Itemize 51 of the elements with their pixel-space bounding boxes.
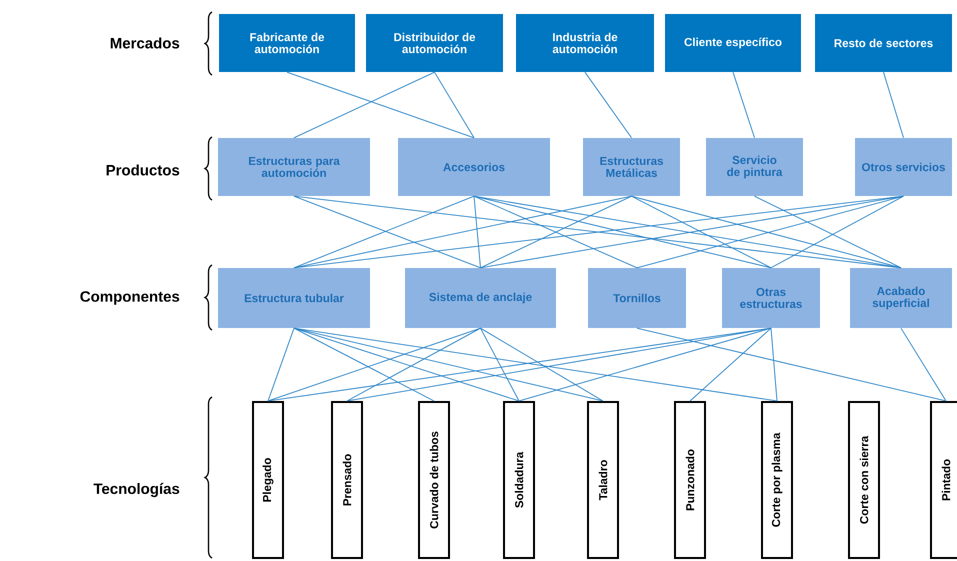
connector-line [636, 328, 946, 402]
component-box: Estructura tubular [218, 268, 370, 328]
row-label: Mercados [110, 37, 180, 48]
connector-line [584, 72, 632, 138]
product-box: Otros servicios [855, 138, 952, 196]
connector-line [434, 72, 474, 138]
connector-line [732, 72, 755, 138]
market-box: Distribuidor de automoción [366, 14, 503, 72]
market-box: Industria de automoción [516, 14, 654, 72]
connector-line [518, 328, 772, 402]
connector-line [480, 328, 604, 402]
row-label: Tecnologías [94, 482, 180, 498]
technology-box: Pintado [930, 400, 957, 559]
row-label: Componentes [80, 291, 180, 305]
component-box: Sistema de anclaje [405, 268, 556, 328]
product-box: Estructuras para automoción [218, 138, 370, 196]
technology-box: Corte con sierra [848, 400, 880, 559]
product-box: Estructuras Metálicas [583, 138, 680, 196]
connector-line [631, 196, 772, 268]
component-box: Tornillos [588, 268, 686, 328]
technology-box: Curvado de tubos [418, 400, 450, 559]
connector-line [294, 72, 435, 138]
technology-box: Soldadura [503, 400, 535, 559]
technology-box: Taladro [587, 400, 619, 559]
product-box: Accesorios [398, 138, 550, 196]
connector-line [770, 328, 778, 402]
connector-line [294, 328, 434, 402]
row-label: Productos [106, 164, 180, 176]
connector-line [294, 328, 520, 402]
connector-line [474, 196, 772, 268]
connector-line [690, 328, 772, 402]
component-box: Otras estructuras [722, 268, 820, 328]
connector-line [474, 196, 481, 268]
component-box: Acabado superficial [850, 268, 952, 328]
connector-line [268, 328, 481, 402]
connector-line [480, 328, 520, 402]
connector-line [294, 196, 632, 268]
market-box: Fabricante de automoción [219, 14, 355, 72]
market-box: Cliente específico [665, 14, 801, 72]
connector-line [268, 328, 294, 402]
connector-line [900, 328, 946, 402]
technology-box: Corte por plasma [761, 400, 793, 559]
technology-box: Punzonado [674, 400, 706, 559]
market-box: Resto de sectores [815, 14, 952, 72]
connector-line [294, 328, 604, 402]
connector-line [346, 328, 481, 402]
product-box: Servicio de pintura [706, 138, 803, 196]
technology-box: Plegado [252, 400, 284, 559]
connector-line [883, 72, 904, 138]
connector-line [286, 72, 474, 138]
technology-box: Prensado [331, 400, 363, 559]
